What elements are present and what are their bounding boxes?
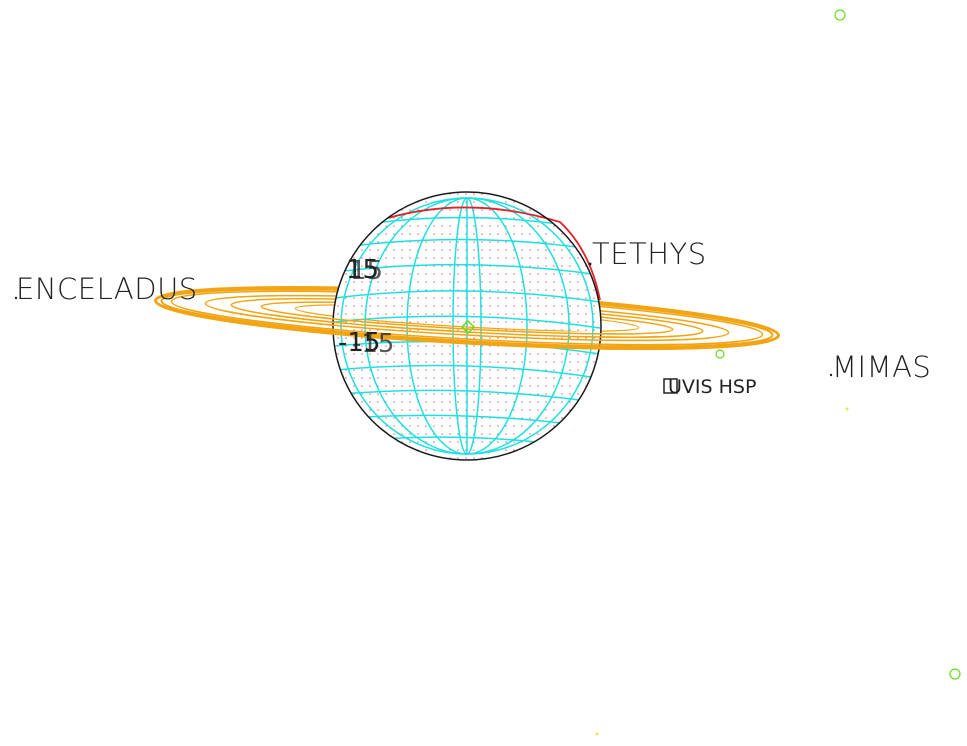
svg-text:15: 15 [350,256,383,286]
moon-mimas[interactable]: MIMAS [829,350,932,384]
star-marker-icon [834,9,846,21]
fov-square-icon [663,378,678,394]
saturn-limb [332,191,602,461]
svg-text:MIMAS: MIMAS [832,350,931,384]
latitude-label-south: -15 -15 [338,328,394,359]
svg-text:TETHYS: TETHYS [592,237,707,271]
moon-tethys[interactable]: TETHYS [588,237,707,271]
svg-text:15: 15 [346,255,379,285]
star-dot-icon [845,407,849,411]
latitude-label-north: 15 15 [346,255,383,286]
star-dot-icon [595,732,599,736]
svg-text:UVIS HSP: UVIS HSP [668,376,756,398]
svg-text:ENCELADUS: ENCELADUS [16,272,198,306]
saturn-disk[interactable] [332,191,602,461]
target-marker-icon [715,349,725,359]
svg-text:-15: -15 [352,329,394,359]
instrument-uvis-hsp[interactable]: UVIS HSP [663,376,756,398]
boresight-diamond-icon [460,319,476,335]
moon-enceladus[interactable]: ENCELADUS [14,272,198,306]
svg-text:-15: -15 [338,328,380,358]
star-marker-icon [949,668,961,680]
